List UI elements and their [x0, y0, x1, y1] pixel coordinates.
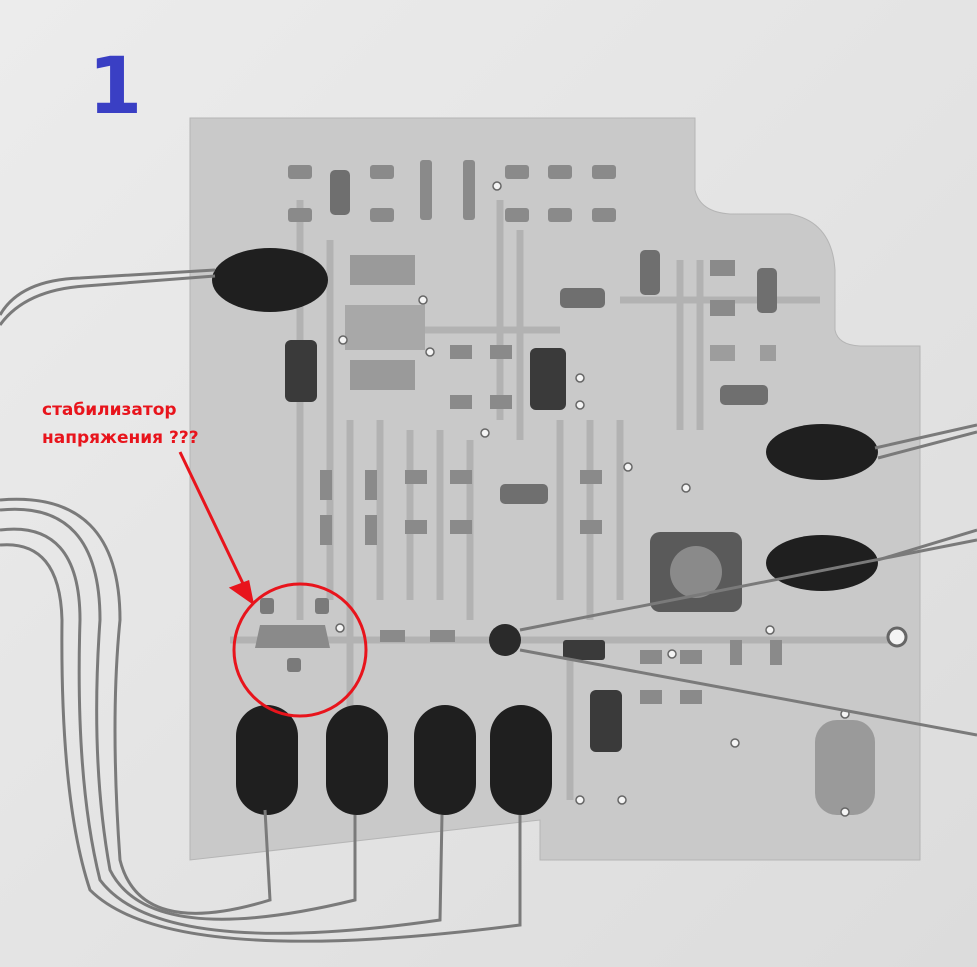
annotation-line-2: напряжения ???	[42, 428, 199, 448]
solder-blobs	[212, 248, 878, 815]
large-components	[255, 340, 875, 815]
vias	[335, 181, 908, 817]
annotation-line-1: стабилизатор	[42, 400, 177, 420]
image-label-number: 1	[88, 42, 143, 132]
smd-components	[288, 160, 782, 704]
annotation-text: стабилизатор напряжения ???	[42, 396, 199, 452]
wires	[0, 268, 977, 943]
highlight-circle	[232, 582, 368, 718]
annotation-arrow	[178, 451, 255, 606]
